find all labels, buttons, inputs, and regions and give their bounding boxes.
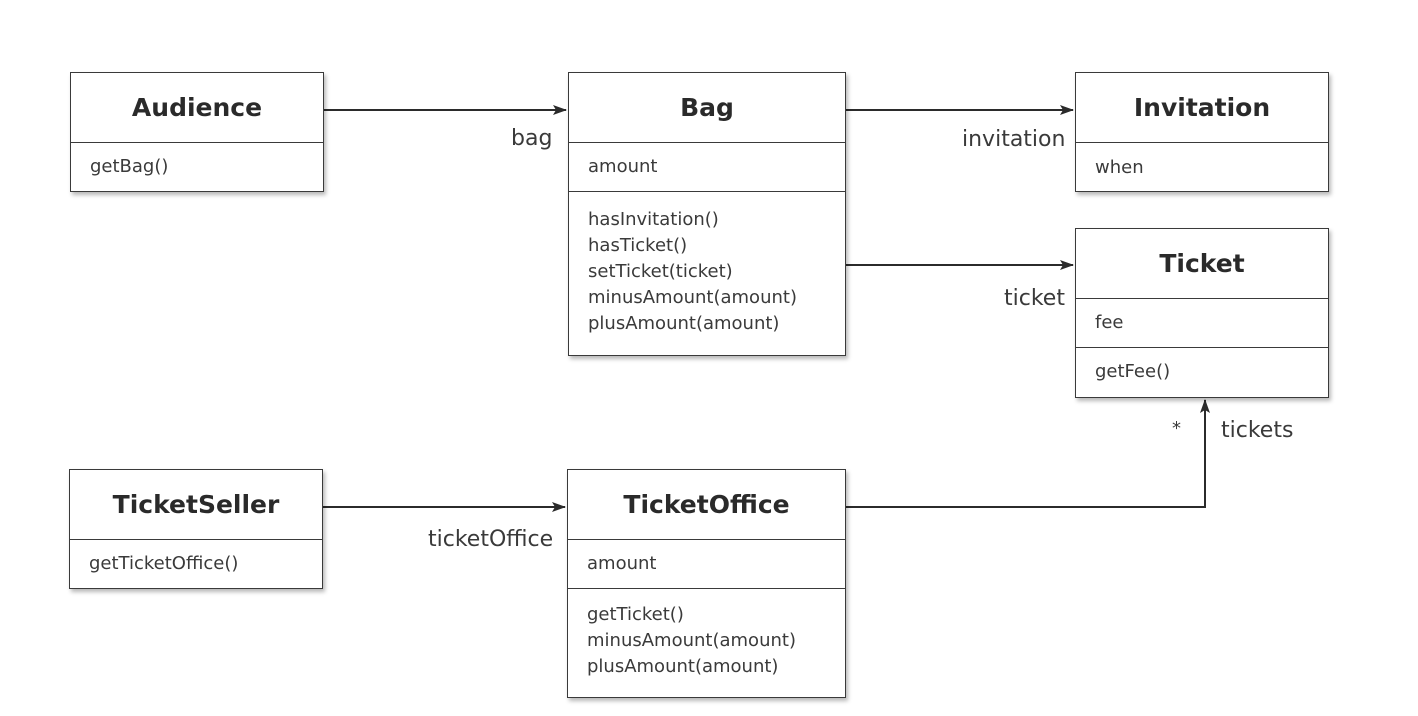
class-ticket: Ticket fee getFee() xyxy=(1075,228,1329,398)
class-ticket-seller: TicketSeller getTicketOffice() xyxy=(69,469,323,589)
method: getFee() xyxy=(1095,361,1171,382)
attributes-section: fee xyxy=(1076,299,1328,348)
method: minusAmount(amount) xyxy=(588,287,797,308)
attributes-section: amount xyxy=(568,540,845,589)
method: getTicket() xyxy=(587,604,684,625)
attributes-section: when xyxy=(1076,143,1328,192)
method: plusAmount(amount) xyxy=(588,313,780,334)
method: plusAmount(amount) xyxy=(587,656,779,677)
class-name: TicketOffice xyxy=(568,470,845,540)
class-bag: Bag amount hasInvitation() hasTicket() s… xyxy=(568,72,846,356)
method: setTicket(ticket) xyxy=(588,261,733,282)
arrow-office-tickets xyxy=(846,399,1210,508)
attribute: amount xyxy=(587,553,657,574)
class-invitation: Invitation when xyxy=(1075,72,1329,192)
multiplicity-tickets: * xyxy=(1172,418,1181,439)
attribute: when xyxy=(1095,156,1144,178)
class-audience: Audience getBag() xyxy=(70,72,324,192)
class-name: Ticket xyxy=(1076,229,1328,299)
methods-section: getTicketOffice() xyxy=(70,540,322,588)
role-label-invitation: invitation xyxy=(962,127,1066,152)
role-label-tickets: tickets xyxy=(1221,418,1294,443)
class-ticket-office: TicketOffice amount getTicket() minusAmo… xyxy=(567,469,846,698)
methods-section: getTicket() minusAmount(amount) plusAmou… xyxy=(568,589,845,680)
methods-section: getBag() xyxy=(71,143,323,191)
methods-section: hasInvitation() hasTicket() setTicket(ti… xyxy=(569,192,845,337)
class-name: Audience xyxy=(71,73,323,143)
class-name: Bag xyxy=(569,73,845,143)
class-name: Invitation xyxy=(1076,73,1328,143)
attribute: fee xyxy=(1095,312,1124,333)
role-label-bag: bag xyxy=(511,126,553,151)
method: minusAmount(amount) xyxy=(587,630,796,651)
attributes-section: amount xyxy=(569,143,845,192)
role-label-ticket-office: ticketOffice xyxy=(428,527,554,552)
method: getTicketOffice() xyxy=(89,553,239,574)
role-label-ticket: ticket xyxy=(1004,286,1065,311)
methods-section: getFee() xyxy=(1076,348,1328,396)
method: hasInvitation() xyxy=(588,209,719,230)
class-name: TicketSeller xyxy=(70,470,322,540)
method: getBag() xyxy=(90,156,169,177)
method: hasTicket() xyxy=(588,235,688,256)
attribute: amount xyxy=(588,156,658,177)
